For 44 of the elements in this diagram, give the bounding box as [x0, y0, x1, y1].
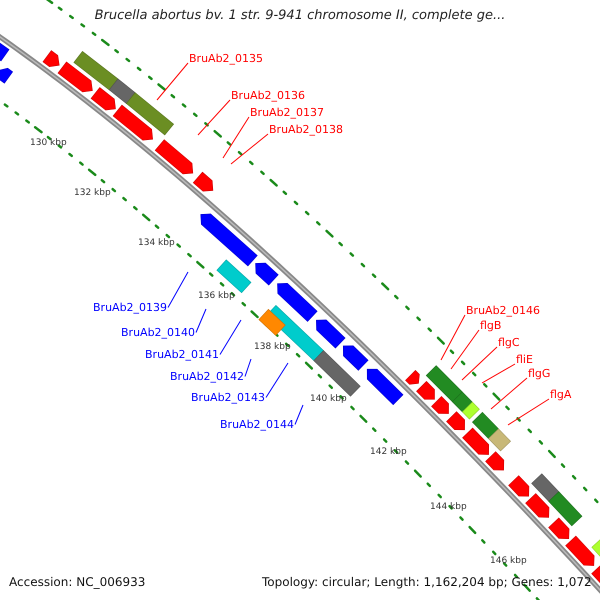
gene-label: BruAb2_0135	[189, 52, 264, 65]
gene-label: BruAb2_0139	[93, 301, 168, 314]
tick-label: 134 kbp	[138, 237, 175, 250]
leader-line	[156, 62, 188, 100]
gene-label: BruAb2_0143	[191, 391, 266, 404]
tick-label: 146 kbp	[490, 555, 527, 568]
leader-line	[244, 358, 252, 377]
gene-label: flgA	[550, 388, 572, 401]
footer-text: Topology: circular; Length: 1,162,204 bp; Genes: 1,072	[262, 576, 592, 589]
tick-label: 140 kbp	[310, 393, 347, 406]
leader-line	[294, 404, 304, 425]
gene-label: BruAb2_0140	[121, 326, 196, 339]
gene-label: flgG	[528, 367, 550, 380]
tick-label: 130 kbp	[30, 137, 67, 150]
leader-line	[196, 308, 206, 333]
gene-label: flgC	[498, 336, 520, 349]
tick-label: 142 kbp	[370, 446, 407, 459]
tick-label: 136 kbp	[198, 290, 235, 303]
leader-line	[222, 116, 250, 158]
gene-label: flgB	[480, 319, 502, 332]
gene-label: BruAb2_0136	[231, 89, 306, 102]
leader-line	[490, 378, 528, 410]
leader-line	[440, 314, 466, 360]
gene-label: BruAb2_0137	[250, 106, 324, 119]
gene-label: BruAb2_0141	[145, 348, 220, 361]
tick-label: 132 kbp	[74, 187, 111, 200]
footer-text: Accession: NC_006933	[9, 576, 146, 589]
leader-line	[168, 272, 188, 308]
leader-line	[482, 364, 516, 384]
leader-line	[508, 398, 550, 426]
tick-label: 144 kbp	[430, 501, 467, 514]
leader-line	[450, 330, 480, 370]
gene-label: BruAb2_0144	[220, 418, 294, 431]
leader-line	[198, 100, 230, 136]
gene-label: BruAb2_0142	[170, 370, 244, 383]
leader-line	[220, 320, 242, 355]
leader-line	[230, 134, 268, 164]
leader-line	[462, 346, 498, 380]
gene-label: BruAb2_0138	[269, 123, 344, 136]
leader-line	[266, 362, 288, 398]
gene-label: fliE	[516, 353, 533, 366]
map-title: Brucella abortus bv. 1 str. 9-941 chromosome II, complete ge...	[94, 9, 506, 22]
tick-label: 138 kbp	[254, 341, 291, 354]
gene-label: BruAb2_0146	[466, 304, 540, 317]
